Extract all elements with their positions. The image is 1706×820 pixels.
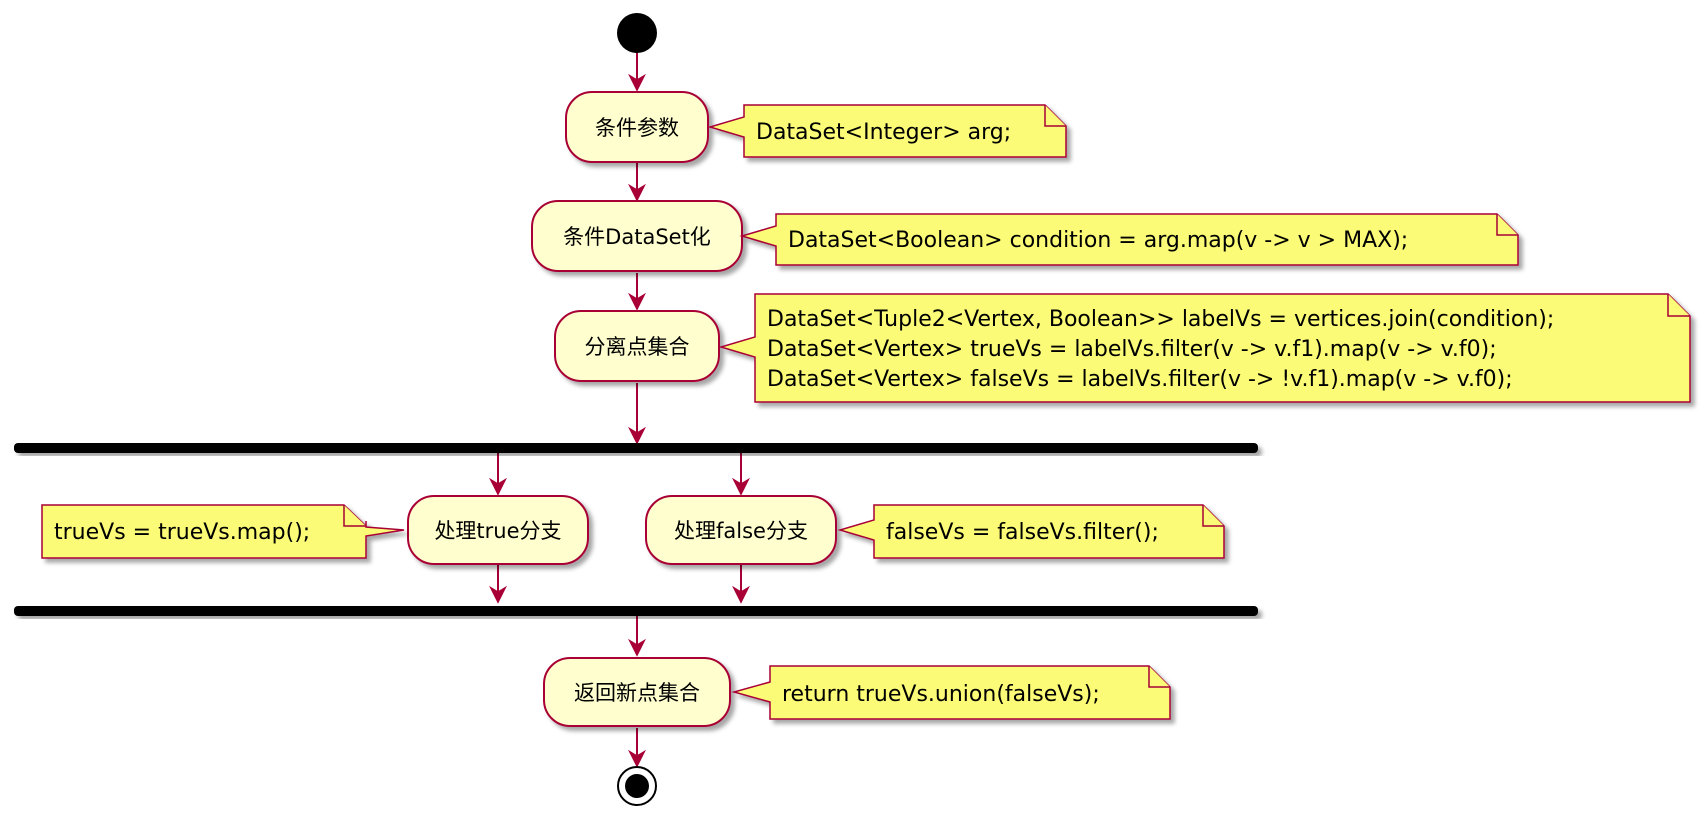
flow-arrows [489,50,750,768]
start-node [617,13,657,53]
activity-condition-param: 条件参数 [565,91,709,163]
note-text: trueVs = trueVs.map(); [54,520,310,545]
note-text: DataSet<Integer> arg; [756,120,1011,145]
note-text-line-1: DataSet<Tuple2<Vertex, Boolean>> labelVs… [767,307,1554,332]
note-separate: DataSet<Tuple2<Vertex, Boolean>> labelVs… [718,293,1691,403]
activity-label: 条件参数 [595,116,679,140]
note-text: DataSet<Boolean> condition = arg.map(v -… [788,228,1408,253]
fork-bar [14,443,1258,453]
activity-handle-true: 处理true分支 [407,495,589,565]
note-condition: DataSet<Boolean> condition = arg.map(v -… [739,213,1519,266]
activity-label: 处理false分支 [674,519,808,543]
activity-label: 返回新点集合 [574,681,700,705]
activity-label: 条件DataSet化 [563,225,711,249]
note-return: return trueVs.union(falseVs); [731,665,1171,720]
activity-label: 处理true分支 [434,519,561,543]
join-bar [14,606,1258,616]
note-true-branch: trueVs = trueVs.map(); [41,504,405,559]
note-arg: DataSet<Integer> arg; [707,104,1067,158]
activity-return-vertices: 返回新点集合 [543,657,731,727]
note-false-branch: falseVs = falseVs.filter(); [837,504,1225,559]
activity-condition-dataset: 条件DataSet化 [531,200,743,272]
note-text-line-3: DataSet<Vertex> falseVs = labelVs.filter… [767,367,1513,392]
note-text: return trueVs.union(falseVs); [782,682,1100,707]
activity-label: 分离点集合 [585,335,690,359]
end-node [617,766,657,806]
note-text-line-2: DataSet<Vertex> trueVs = labelVs.filter(… [767,337,1497,362]
activity-handle-false: 处理false分支 [645,495,837,565]
note-text: falseVs = falseVs.filter(); [886,520,1159,545]
activity-separate-vertices: 分离点集合 [554,310,720,382]
